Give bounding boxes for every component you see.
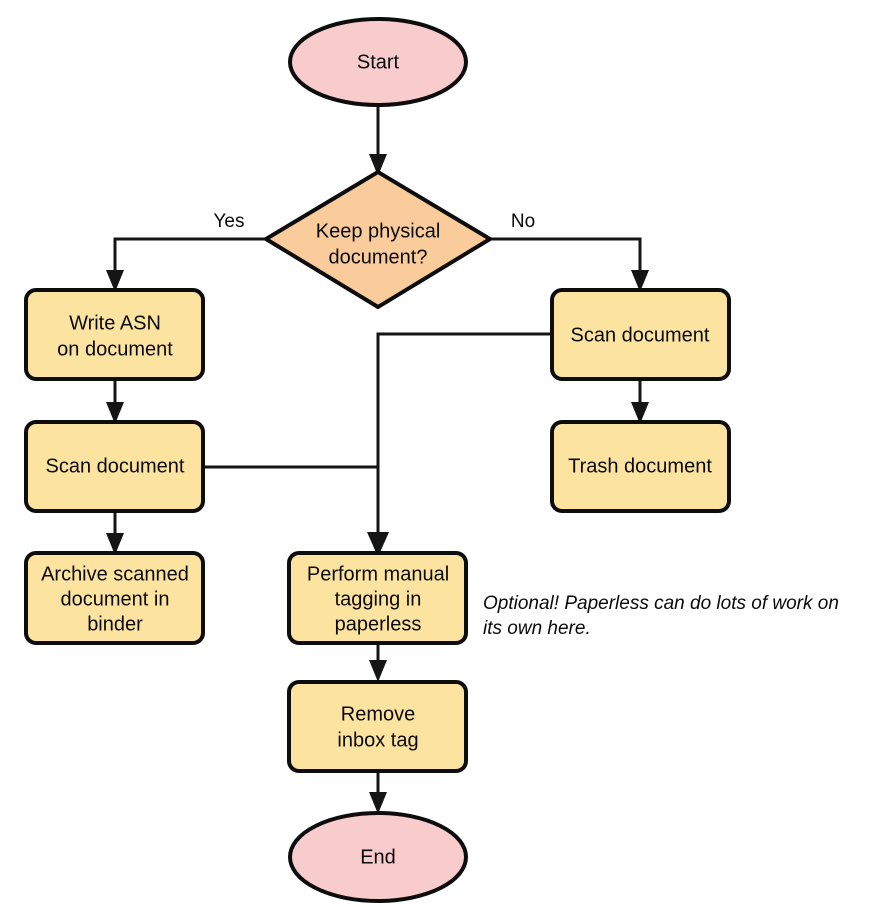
edge-scanleft-to-archive — [106, 511, 124, 555]
scan-document-right-box[interactable] — [550, 288, 731, 381]
node-write-asn-label-line2: on document — [57, 338, 173, 360]
node-start-label: Start — [357, 51, 400, 73]
manual-tagging-box[interactable] — [287, 551, 468, 645]
note-optional-line1: Optional! Paperless can do lots of work … — [483, 593, 839, 614]
note-optional-paperless: Optional! Paperless can do lots of work … — [483, 593, 839, 639]
node-scan-document-left[interactable]: Scan document — [24, 420, 205, 513]
edge-writeasn-to-scanleft — [106, 379, 124, 424]
arrowhead-icon — [631, 270, 649, 292]
node-archive-label-line3: binder — [87, 613, 143, 635]
arrowhead-icon — [106, 270, 124, 292]
node-write-asn-label-line1: Write ASN — [69, 312, 161, 334]
node-remove-inbox-label-line1: Remove — [341, 703, 415, 725]
edge-label-no: No — [511, 211, 535, 232]
node-decision-label-line2: document? — [329, 246, 428, 268]
node-remove-inbox-label-line2: inbox tag — [337, 729, 418, 751]
node-manual-tagging-label-line1: Perform manual — [307, 563, 449, 585]
scan-document-left-box[interactable] — [24, 420, 205, 513]
arrowhead-icon — [369, 792, 387, 814]
arrowhead-icon — [369, 660, 387, 682]
node-trash-document-label: Trash document — [568, 455, 712, 477]
arrowhead-icon — [631, 402, 649, 424]
edge-start-to-decision — [369, 104, 387, 176]
arrowhead-icon — [106, 533, 124, 555]
node-remove-inbox-tag[interactable]: Remove inbox tag — [287, 680, 468, 773]
edge-scanright-to-manualtagging — [367, 332, 552, 557]
node-scan-document-left-label: Scan document — [46, 455, 185, 477]
node-trash-document[interactable]: Trash document — [550, 420, 731, 513]
decision-diamond[interactable] — [264, 170, 492, 309]
node-archive-label-line1: Archive scanned — [41, 563, 189, 585]
node-scan-document-right[interactable]: Scan document — [550, 288, 731, 381]
edge-scanright-to-trash — [631, 379, 649, 424]
node-decision-keep-physical-document[interactable]: Keep physical document? — [264, 170, 492, 309]
edge-decision-yes — [106, 237, 266, 292]
node-decision-label-line1: Keep physical — [316, 220, 441, 242]
trash-document-box[interactable] — [550, 420, 731, 513]
node-archive-scanned-document[interactable]: Archive scanned document in binder — [24, 551, 205, 645]
node-start[interactable]: Start — [288, 17, 468, 107]
edge-removeinbox-to-end — [369, 771, 387, 814]
node-end-label: End — [360, 846, 396, 868]
archive-box[interactable] — [24, 551, 205, 645]
remove-inbox-tag-box[interactable] — [287, 680, 468, 773]
start-ellipse[interactable] — [288, 17, 468, 107]
node-write-asn[interactable]: Write ASN on document — [24, 288, 205, 381]
node-perform-manual-tagging[interactable]: Perform manual tagging in paperless — [287, 551, 468, 645]
note-optional-line2: its own here. — [483, 618, 591, 639]
write-asn-box[interactable] — [24, 288, 205, 381]
edge-label-yes: Yes — [214, 211, 245, 232]
node-manual-tagging-label-line3: paperless — [335, 613, 422, 635]
node-scan-document-right-label: Scan document — [571, 324, 710, 346]
end-ellipse[interactable] — [288, 811, 468, 903]
arrowhead-icon — [367, 532, 389, 557]
node-archive-label-line2: document in — [61, 588, 170, 610]
node-end[interactable]: End — [288, 811, 468, 903]
arrowhead-icon — [369, 154, 387, 176]
edge-decision-no — [490, 237, 649, 292]
node-manual-tagging-label-line2: tagging in — [335, 588, 422, 610]
arrowhead-icon — [106, 402, 124, 424]
edge-manualtagging-to-removeinbox — [369, 643, 387, 682]
